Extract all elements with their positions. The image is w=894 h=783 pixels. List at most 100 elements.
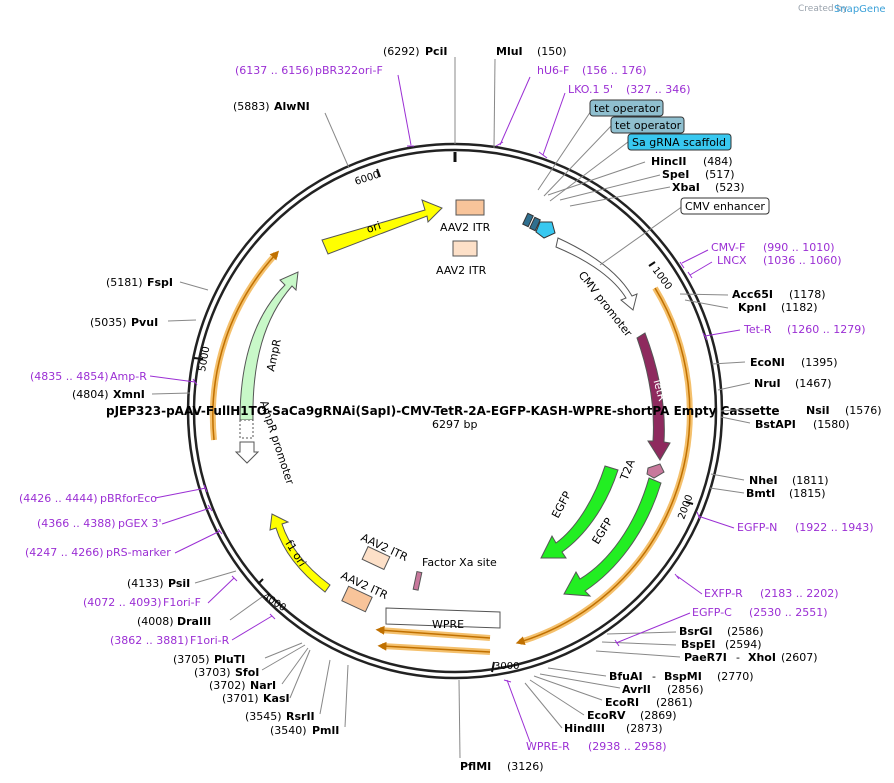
site-pos: (2856) xyxy=(667,683,704,696)
primer-range: (4247 .. 4266) xyxy=(25,546,104,559)
highlight-arrow-bar-1 xyxy=(375,625,491,639)
site-alwni[interactable]: AlwNI xyxy=(274,100,310,113)
feature-aav2-itr-2[interactable] xyxy=(452,240,478,257)
feature-aav2-itr-2-label: AAV2 ITR xyxy=(436,264,487,277)
site-ecorv[interactable]: EcoRV xyxy=(587,709,626,722)
site-bspmi[interactable]: BspMI xyxy=(664,670,702,683)
primer-pbr322ori-f[interactable]: pBR322ori-F xyxy=(315,64,383,77)
site-bmti[interactable]: BmtI xyxy=(746,487,775,500)
site-pos: (5035) xyxy=(90,316,127,329)
box-cmv-enhancer[interactable] xyxy=(680,197,770,215)
feature-cmv-promoter[interactable] xyxy=(555,237,638,311)
site-pmli[interactable]: PmlI xyxy=(312,724,339,737)
site-draiii[interactable]: DraIII xyxy=(177,615,211,628)
site-pos: (1576) xyxy=(845,404,882,417)
primer-lncx[interactable]: LNCX xyxy=(717,254,747,267)
site-xhoi[interactable]: XhoI xyxy=(748,651,776,664)
site-sfoi[interactable]: SfoI xyxy=(235,666,259,679)
site-avrii[interactable]: AvrII xyxy=(622,683,651,696)
site-nsii[interactable]: NsiI xyxy=(806,404,830,417)
feature-factor-xa-label: Factor Xa site xyxy=(422,556,497,569)
feature-ampr-promoter[interactable] xyxy=(234,441,260,464)
tick-1000: 1000 xyxy=(650,265,674,292)
site-econi[interactable]: EcoNI xyxy=(750,356,785,369)
site-pos: (1182) xyxy=(781,301,818,314)
site-pos: (523) xyxy=(715,181,745,194)
site-bfuai[interactable]: BfuAI xyxy=(609,670,643,683)
feature-tetr[interactable] xyxy=(636,332,671,461)
feature-egfp-1[interactable] xyxy=(540,465,619,559)
primer-range: (4426 .. 4444) xyxy=(19,492,98,505)
primer-wpre-r[interactable]: WPRE-R xyxy=(526,740,570,753)
primer-amp-r[interactable]: Amp-R xyxy=(110,370,147,383)
site-nhei[interactable]: NheI xyxy=(749,474,778,487)
feature-aav2-itr-3[interactable] xyxy=(361,545,391,571)
site-bsrgi[interactable]: BsrGI xyxy=(679,625,712,638)
site-mlui[interactable]: MluI xyxy=(496,45,523,58)
feature-tet-operator-1[interactable] xyxy=(522,212,534,228)
primer-egfp-n[interactable]: EGFP-N xyxy=(737,521,777,534)
site-kpni[interactable]: KpnI xyxy=(738,301,766,314)
feature-wpre[interactable] xyxy=(385,607,501,629)
site-spei[interactable]: SpeI xyxy=(662,168,689,181)
site-bspei[interactable]: BspEI xyxy=(681,638,715,651)
primer-cmv-f[interactable]: CMV-F xyxy=(711,241,745,254)
site-pos: (2594) xyxy=(725,638,762,651)
site-xmni[interactable]: XmnI xyxy=(113,388,145,401)
feature-ori[interactable] xyxy=(321,199,443,255)
primer-egfp-c[interactable]: EGFP-C xyxy=(692,606,732,619)
site-pflmi[interactable]: PflMI xyxy=(460,760,491,773)
site-psii[interactable]: PsiI xyxy=(168,577,190,590)
primer-pgex-3[interactable]: pGEX 3' xyxy=(118,517,162,530)
site-pos: (5883) xyxy=(233,100,270,113)
site-pos: (517) xyxy=(705,168,735,181)
site-bstapi[interactable]: BstAPI xyxy=(755,418,796,431)
site-rsrii[interactable]: RsrII xyxy=(286,710,315,723)
feature-t2a[interactable] xyxy=(646,463,665,479)
feature-tet-operator-2[interactable] xyxy=(529,216,541,232)
box-cmv-enhancer-label: CMV enhancer xyxy=(685,200,765,213)
site-xbai[interactable]: XbaI xyxy=(672,181,700,194)
site-nrui[interactable]: NruI xyxy=(754,377,781,390)
feature-ampr[interactable] xyxy=(239,271,299,421)
feature-aav2-itr-1[interactable] xyxy=(455,199,485,216)
box-tet-operator-1[interactable] xyxy=(589,99,664,117)
brand-snapgene[interactable]: SnapGene xyxy=(834,4,886,15)
site-hindiii[interactable]: HindIII xyxy=(564,722,605,735)
feature-egfp-2[interactable] xyxy=(563,477,662,597)
primer-hu6-f[interactable]: hU6-F xyxy=(537,64,569,77)
box-sa-grna-scaffold-label: Sa gRNA scaffold xyxy=(632,136,726,149)
site-pos: (2607) xyxy=(781,651,818,664)
site-fspi[interactable]: FspI xyxy=(147,276,173,289)
site-hincii[interactable]: HincII xyxy=(651,155,687,168)
primer-exfp-r[interactable]: EXFP-R xyxy=(704,587,743,600)
primer-range: (327 .. 346) xyxy=(626,83,691,96)
site-pvui[interactable]: PvuI xyxy=(131,316,158,329)
primer-tet-r[interactable]: Tet-R xyxy=(743,323,772,336)
site-sep: - xyxy=(736,651,740,664)
site-pluti[interactable]: PluTI xyxy=(214,653,245,666)
primer-prs-marker[interactable]: pRS-marker xyxy=(106,546,171,559)
feature-factor-xa-site[interactable] xyxy=(412,570,423,591)
site-pos: (1815) xyxy=(789,487,826,500)
site-pcii[interactable]: PciI xyxy=(425,45,447,58)
site-nari[interactable]: NarI xyxy=(250,679,276,692)
backbone-inner-circle xyxy=(192,148,718,674)
feature-aav2-itr-4[interactable] xyxy=(341,585,373,613)
site-ecori[interactable]: EcoRI xyxy=(605,696,639,709)
site-pos: (6292) xyxy=(383,45,420,58)
site-kasi[interactable]: KasI xyxy=(263,692,290,705)
primer-f1ori-f[interactable]: F1ori-F xyxy=(163,596,201,609)
feature-ori-label: ori xyxy=(365,219,383,236)
box-sa-grna-scaffold[interactable] xyxy=(627,133,732,151)
primer-f1ori-r[interactable]: F1ori-R xyxy=(190,634,230,647)
site-acc65i[interactable]: Acc65I xyxy=(732,288,773,301)
primer-lko1-5[interactable]: LKO.1 5' xyxy=(568,83,613,96)
site-pos: (2586) xyxy=(727,625,764,638)
site-paer7i[interactable]: PaeR7I xyxy=(684,651,727,664)
feature-sa-grna-scaffold[interactable] xyxy=(535,221,556,239)
primer-pbrforeco[interactable]: pBRforEco xyxy=(100,492,157,505)
box-tet-operator-2[interactable] xyxy=(610,116,685,134)
feature-f1-ori[interactable] xyxy=(269,513,331,593)
